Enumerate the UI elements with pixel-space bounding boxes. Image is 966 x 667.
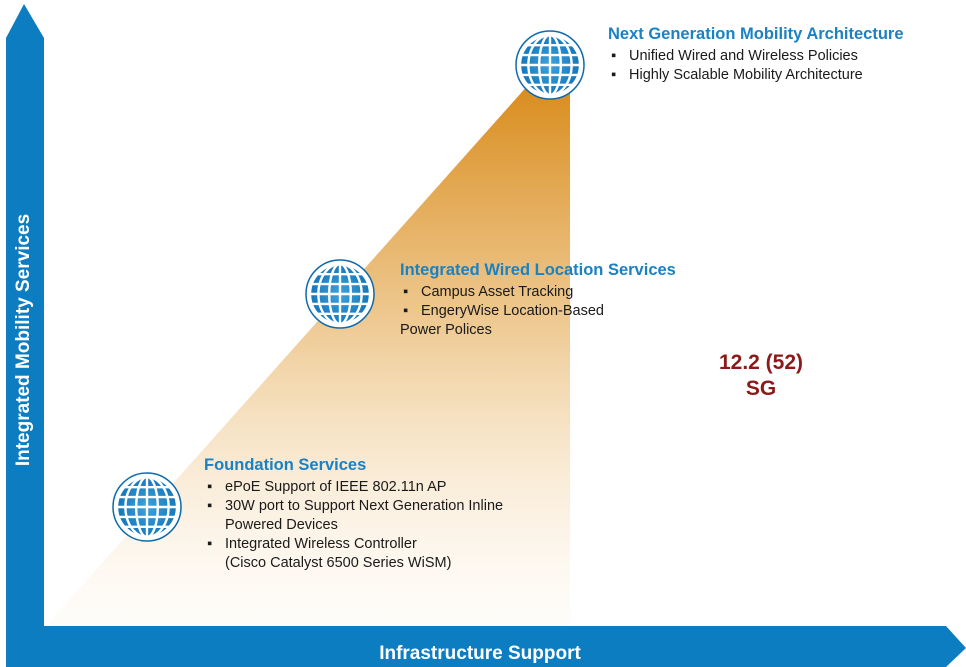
list-item-continuation: (Cisco Catalyst 6500 Series WiSM) bbox=[225, 555, 452, 571]
list-item: ▪ Integrated Wireless Controller (Cisco Ca… bbox=[204, 535, 503, 573]
list-item: ▪ EngeryWise Location-Based bbox=[400, 302, 676, 321]
list-item: ▪ 30W port to Support Next Generation Inl… bbox=[204, 497, 503, 535]
tier-foundation-services: Foundation Services ▪ ePoE Support of IEE… bbox=[204, 456, 503, 573]
bullet-icon: ▪ bbox=[207, 479, 213, 495]
x-axis-label: Infrastructure Support bbox=[379, 643, 581, 664]
list-item-text: ePoE Support of IEEE 802.11n AP bbox=[225, 479, 447, 495]
tier-title: Next Generation Mobility Architecture bbox=[608, 25, 904, 43]
tier-integrated-wired-location: Integrated Wired Location Services ▪ Camp… bbox=[400, 261, 676, 340]
bullet-icon: ▪ bbox=[207, 536, 213, 552]
bullet-icon: ▪ bbox=[403, 284, 409, 300]
list-item-text: Unified Wired and Wireless Policies bbox=[629, 48, 858, 64]
list-item: ▪ ePoE Support of IEEE 802.11n AP bbox=[204, 478, 503, 497]
version-suffix: SG bbox=[745, 377, 777, 400]
bullet-list: ▪ ePoE Support of IEEE 802.11n AP ▪ 30W po… bbox=[204, 478, 503, 573]
y-axis-arrow bbox=[6, 4, 44, 626]
list-item: ▪ Campus Asset Tracking bbox=[400, 283, 676, 302]
list-item: ▪ Highly Scalable Mobility Architecture bbox=[608, 66, 904, 85]
bullet-icon: ▪ bbox=[611, 67, 617, 83]
tier-next-generation-mobility: Next Generation Mobility Architecture ▪ U… bbox=[608, 25, 904, 85]
list-item-text: Campus Asset Tracking bbox=[421, 284, 574, 300]
list-item-continuation: Powered Devices bbox=[225, 517, 338, 533]
version-number: 12.2 (52) bbox=[718, 351, 804, 374]
globe-icon bbox=[515, 30, 585, 100]
bullet-list: ▪ Unified Wired and Wireless Policies ▪ Hi… bbox=[608, 47, 904, 85]
bullet-list: ▪ Campus Asset Tracking ▪ EngeryWise Locat… bbox=[400, 283, 676, 321]
list-item-text: Integrated Wireless Controller bbox=[225, 536, 417, 552]
x-axis-arrow bbox=[6, 626, 966, 667]
list-item-text: EngeryWise Location-Based bbox=[421, 303, 604, 319]
y-axis-label: Integrated Mobility Services bbox=[13, 213, 34, 467]
tier-title: Integrated Wired Location Services bbox=[400, 261, 676, 279]
tier-title: Foundation Services bbox=[204, 456, 367, 474]
bullet-icon: ▪ bbox=[207, 498, 213, 514]
software-version-label: 12.2 (52) SG bbox=[719, 350, 803, 402]
list-item-text: 30W port to Support Next Generation Inli… bbox=[225, 498, 504, 514]
globe-icon bbox=[305, 259, 375, 329]
bullet-icon: ▪ bbox=[611, 48, 617, 64]
list-item-continuation: Power Polices bbox=[400, 322, 492, 338]
list-item-text: Highly Scalable Mobility Architecture bbox=[629, 67, 863, 83]
bullet-icon: ▪ bbox=[403, 303, 409, 319]
globe-icon bbox=[112, 472, 182, 542]
list-item: ▪ Unified Wired and Wireless Policies bbox=[608, 47, 904, 66]
